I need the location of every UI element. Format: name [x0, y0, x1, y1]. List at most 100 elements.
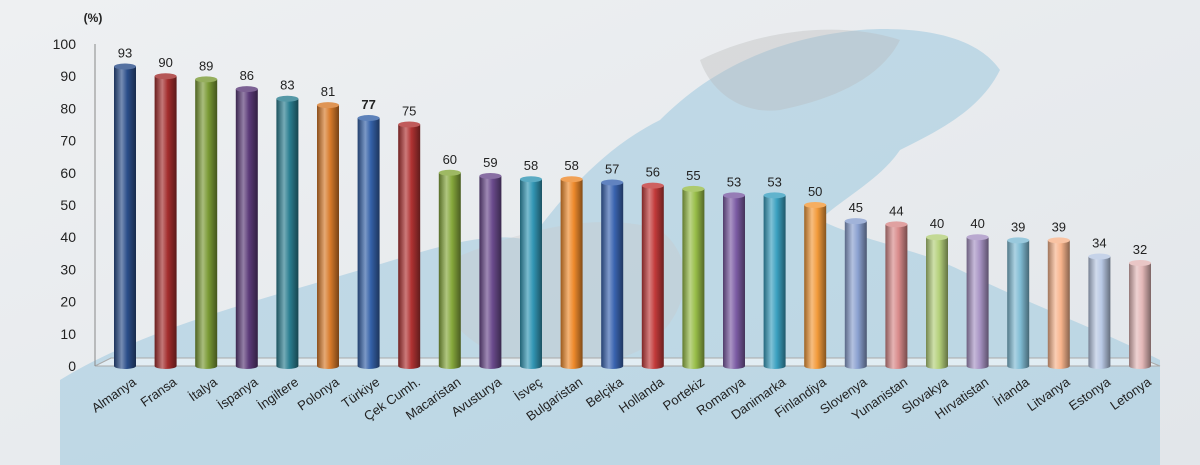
- bar-body: [438, 172, 461, 369]
- bar-body: [317, 105, 339, 370]
- bar-body: [966, 237, 989, 369]
- data-label: 57: [605, 161, 619, 176]
- bar-top: [1088, 253, 1111, 260]
- bar-top: [560, 176, 583, 183]
- bar-body: [682, 188, 705, 369]
- bar: [885, 221, 908, 369]
- data-label: 39: [1011, 219, 1025, 234]
- y-tick-label: 30: [60, 261, 76, 277]
- bar-top: [1007, 237, 1030, 244]
- bar: [560, 176, 583, 369]
- bar-body: [520, 179, 542, 369]
- bar: [438, 169, 461, 369]
- bar-body: [1047, 240, 1070, 369]
- bar: [804, 202, 827, 369]
- y-tick-label: 40: [60, 229, 76, 245]
- y-tick-label: 70: [60, 133, 76, 149]
- bar-top: [276, 95, 299, 102]
- bar: [154, 73, 177, 369]
- y-tick-label: 20: [60, 294, 76, 310]
- bar-top: [114, 63, 136, 70]
- data-label: 53: [767, 174, 781, 189]
- bar: [195, 76, 218, 370]
- y-tick-label: 90: [60, 68, 76, 84]
- data-label: 90: [158, 55, 172, 70]
- data-label: 86: [240, 68, 254, 83]
- bar-body: [195, 79, 218, 370]
- data-label: 53: [727, 174, 741, 189]
- data-label: 58: [564, 158, 578, 173]
- bar: [763, 192, 786, 369]
- bar-top: [966, 234, 989, 241]
- data-label: 58: [524, 158, 538, 173]
- bar-top: [682, 185, 705, 192]
- data-label: 55: [686, 168, 700, 183]
- data-label: 93: [118, 46, 132, 61]
- bar-body: [1007, 240, 1030, 369]
- bar-top: [601, 179, 624, 186]
- bar: [398, 121, 421, 369]
- bar: [682, 185, 705, 369]
- data-label: 60: [443, 152, 457, 167]
- data-label: 89: [199, 58, 213, 73]
- y-tick-label: 100: [53, 36, 77, 52]
- bar-top: [1047, 237, 1070, 244]
- bar-body: [885, 224, 908, 369]
- bar: [1047, 237, 1070, 369]
- data-label: 32: [1133, 242, 1147, 257]
- y-tick-label: 10: [60, 326, 76, 342]
- bar-body: [601, 182, 624, 369]
- data-label: 40: [970, 216, 984, 231]
- data-label: 40: [930, 216, 944, 231]
- bar-body: [1129, 262, 1151, 369]
- bar-body: [357, 118, 380, 369]
- bar: [641, 182, 664, 369]
- bar: [966, 234, 989, 369]
- bar-body: [723, 195, 745, 369]
- bar-top: [357, 115, 380, 122]
- data-label: 83: [280, 78, 294, 93]
- data-label: 45: [849, 200, 863, 215]
- data-label: 44: [889, 203, 903, 218]
- data-label: 77: [361, 97, 375, 112]
- bar-body: [114, 66, 136, 369]
- data-label: 34: [1092, 236, 1106, 251]
- bar-body: [1088, 256, 1111, 369]
- bar-top: [723, 192, 745, 199]
- bar-body: [479, 176, 502, 369]
- bar: [601, 179, 624, 369]
- bar-top: [235, 86, 258, 93]
- y-tick-label: 60: [60, 165, 76, 181]
- bars: [114, 63, 1151, 370]
- y-tick-label: 0: [68, 358, 76, 374]
- bar-top: [763, 192, 786, 199]
- bar-body: [235, 89, 258, 369]
- bar-top: [195, 76, 218, 83]
- bar: [520, 176, 542, 369]
- y-tick-label: 80: [60, 100, 76, 116]
- bar-top: [641, 182, 664, 189]
- bar-top: [154, 73, 177, 80]
- bar: [1129, 259, 1151, 369]
- bar-body: [641, 185, 664, 369]
- bar-body: [398, 124, 421, 369]
- bar: [276, 95, 299, 370]
- data-label: 50: [808, 184, 822, 199]
- data-label: 56: [646, 165, 660, 180]
- bar-top: [885, 221, 908, 228]
- bar-body: [560, 179, 583, 369]
- bar-body: [926, 237, 948, 369]
- bar-body: [804, 205, 827, 369]
- bar-top: [844, 218, 867, 225]
- bar: [1007, 237, 1030, 369]
- bar: [1088, 253, 1111, 369]
- bar-top: [804, 202, 827, 208]
- data-label: 59: [483, 155, 497, 170]
- bar-top: [479, 173, 502, 180]
- bar-top: [438, 169, 461, 176]
- bar-body: [763, 195, 786, 369]
- data-label: 75: [402, 104, 416, 119]
